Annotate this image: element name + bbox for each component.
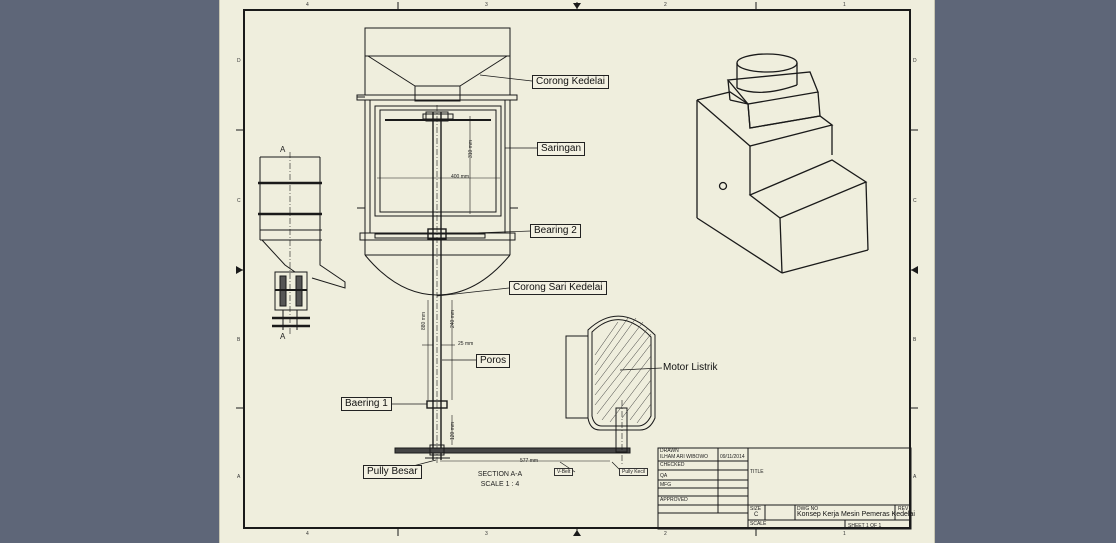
frame-arrows (236, 3, 918, 536)
drawing-border (243, 9, 911, 529)
dim-400: 400 mm (451, 174, 470, 180)
zone-right-d: D (913, 58, 917, 64)
title-block (657, 447, 912, 530)
callout-saringan: Saringan (537, 142, 586, 156)
zone-right-b: B (913, 337, 917, 343)
dim-120: 120 mm (450, 421, 456, 440)
zone-bottom-1: 1 (843, 531, 846, 537)
label-pully-kecil: Pully Kecil (619, 468, 649, 476)
zone-left-d: D (237, 58, 241, 64)
zone-left-b: B (237, 337, 241, 343)
label-v-belt: V-Belt (554, 468, 574, 476)
zone-top-3: 3 (485, 2, 488, 8)
tb-checked-label: CHECKED (660, 462, 685, 468)
motor-view (565, 315, 656, 465)
tb-size-value: C (754, 512, 759, 518)
callout-poros: Poros (476, 354, 511, 368)
motor-hatch (594, 317, 652, 424)
callout-bearing-2: Bearing 2 (530, 224, 581, 238)
zone-bottom-2: 2 (664, 531, 667, 537)
section-mark-bottom: A (280, 332, 286, 341)
tb-sheet: SHEET 1 OF 1 (848, 523, 882, 529)
section-scale: SCALE 1 : 4 (480, 481, 520, 488)
tb-dwg-label: DWG NO (797, 506, 819, 512)
callout-corong-sari: Corong Sari Kedelai (509, 281, 607, 295)
tb-drawing-title: Konsep Kerja Mesin Pemeras Kedelai (797, 511, 915, 518)
tb-drawn-label: DRAWN (660, 448, 679, 454)
tb-title-label: TITLE (750, 469, 764, 475)
callout-baering-1: Baering 1 (341, 397, 392, 411)
tb-approved-label: APPROVED (660, 497, 688, 503)
zone-top-4: 4 (306, 2, 309, 8)
zone-bottom-3: 3 (485, 531, 488, 537)
tb-drawn-date: 09/11/2014 (720, 454, 745, 460)
zone-left-c: C (237, 198, 241, 204)
callout-corong-kedelai: Corong Kedelai (532, 75, 609, 89)
dim-577: 577 mm (520, 458, 539, 464)
tb-drawn-by: ILHAM ARI WIBOWO (660, 454, 709, 460)
tb-qa-label: QA (660, 473, 668, 479)
callout-pully-besar: Pully Besar (363, 465, 422, 479)
tb-size-label: SIZE (750, 506, 762, 512)
section-label: SECTION A-A (477, 471, 523, 478)
zone-top-1: 1 (843, 2, 846, 8)
dim-240: 240 mm (450, 309, 456, 328)
zone-right-c: C (913, 198, 917, 204)
tb-scale-label: SCALE (750, 521, 767, 527)
tb-mfg-label: MFG (660, 482, 672, 488)
zone-top-2: 2 (664, 2, 667, 8)
dim-880: 880 mm (421, 311, 427, 330)
main-section-view (356, 27, 631, 465)
isometric-view (696, 53, 869, 274)
tb-rev-label: REV (898, 506, 909, 512)
side-view (258, 152, 346, 335)
leader-lines (389, 74, 663, 473)
dim-25: 25 mm (458, 341, 474, 347)
dim-310: 310 mm (468, 139, 474, 158)
section-mark-top: A (280, 145, 286, 154)
label-motor-listrik: Motor Listrik (663, 362, 718, 373)
zone-bottom-4: 4 (306, 531, 309, 537)
zone-right-a: A (913, 474, 917, 480)
zone-left-a: A (237, 474, 241, 480)
